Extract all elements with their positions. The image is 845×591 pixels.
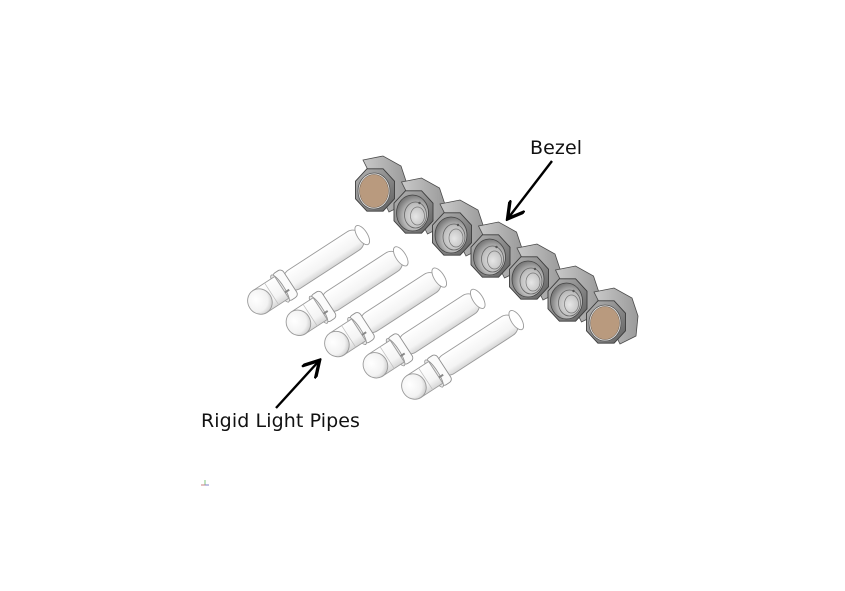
bezel-callout-arrow	[509, 160, 553, 217]
bezel-cavity	[547, 265, 600, 323]
light-pipes-label: Rigid Light Pipes	[201, 410, 361, 432]
light-pipe	[401, 310, 525, 400]
bezel-cavity	[432, 199, 485, 257]
bezel-cavity	[470, 221, 523, 279]
bezel	[355, 155, 639, 345]
light-pipes-callout-arrow	[275, 362, 318, 409]
bezel-cavity	[393, 177, 446, 235]
bezel-lens-cavity	[355, 155, 408, 213]
coordinate-axes-icon	[201, 480, 209, 486]
bezel-label: Bezel	[530, 137, 583, 159]
bezel-cavity	[509, 243, 562, 301]
light-pipes	[247, 225, 525, 400]
light-pipe	[324, 267, 448, 358]
bezel-lens-cavity	[586, 287, 639, 345]
light-pipe	[247, 225, 371, 315]
light-pipe	[362, 288, 486, 379]
light-pipe	[285, 246, 409, 336]
